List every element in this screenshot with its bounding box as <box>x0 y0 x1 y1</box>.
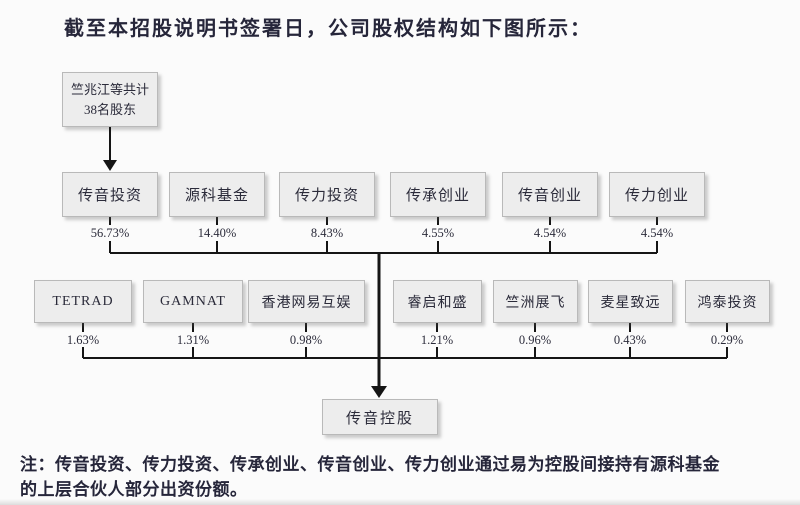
shareholder-box: 传音投资 <box>62 172 158 217</box>
down-arrow-icon <box>371 386 387 398</box>
ownership-percent: 1.63% <box>66 333 100 347</box>
ownership-percent: 1.31% <box>176 333 210 347</box>
shareholder-box: 源科基金 <box>169 172 265 217</box>
shareholder-box: 传力投资 <box>279 172 375 217</box>
ownership-percent: 0.96% <box>518 333 552 347</box>
ownership-percent: 8.43% <box>310 226 344 240</box>
shareholder-box: GAMNAT <box>143 280 243 323</box>
shareholder-name: GAMNAT <box>160 293 226 309</box>
company-box: 传音控股 <box>322 399 438 435</box>
shareholder-group-line1: 竺兆江等共计 <box>70 81 149 97</box>
company-name: 传音控股 <box>345 410 414 427</box>
shareholder-box: 传音创业 <box>502 172 598 217</box>
bottom-edge-shadow <box>0 499 800 505</box>
shareholder-name: 传力投资 <box>294 188 359 204</box>
shareholder-name: 传力创业 <box>624 188 689 204</box>
ownership-percent: 4.55% <box>421 226 455 240</box>
footnote-line2: 的上层合伙人部分出资份额。 <box>20 480 248 499</box>
footnote: 注：传音投资、传力投资、传承创业、传音创业、传力创业通过易为控股间接持有源科基金… <box>20 452 785 502</box>
shareholder-name: TETRAD <box>52 293 114 309</box>
shareholder-name: 传音创业 <box>517 188 582 204</box>
shareholder-box: 传力创业 <box>609 172 705 217</box>
shareholder-name: 传承创业 <box>405 188 470 204</box>
shareholder-group-line2: 38名股东 <box>83 101 136 117</box>
shareholder-name: 传音投资 <box>77 188 142 204</box>
shareholder-name: 麦星致远 <box>600 295 661 311</box>
shareholder-box: 睿启和盛 <box>393 280 482 323</box>
shareholder-box: TETRAD <box>34 280 132 323</box>
shareholder-name: 睿启和盛 <box>407 295 468 311</box>
ownership-percent: 0.29% <box>710 333 744 347</box>
shareholder-box: 麦星致远 <box>588 280 673 323</box>
shareholder-name: 香港网易互娱 <box>261 295 352 311</box>
page-title: 截至本招股说明书签署日，公司股权结构如下图所示： <box>64 18 592 40</box>
shareholder-box: 传承创业 <box>390 172 486 217</box>
shareholder-name: 源科基金 <box>184 188 249 204</box>
shareholder-group-box: 竺兆江等共计 38名股东 <box>62 72 158 127</box>
shareholder-box: 竺洲展飞 <box>493 280 578 323</box>
shareholder-name: 竺洲展飞 <box>505 295 566 311</box>
ownership-percent: 4.54% <box>640 226 674 240</box>
down-arrow-icon <box>103 160 117 171</box>
ownership-percent: 14.40% <box>197 226 237 240</box>
ownership-percent: 56.73% <box>90 226 130 240</box>
shareholder-name: 鸿泰投资 <box>697 295 758 311</box>
footnote-line1: 注：传音投资、传力投资、传承创业、传音创业、传力创业通过易为控股间接持有源科基金 <box>20 455 720 474</box>
shareholder-box: 鸿泰投资 <box>685 280 770 323</box>
ownership-percent: 4.54% <box>533 226 567 240</box>
ownership-percent: 0.98% <box>289 333 323 347</box>
shareholder-box: 香港网易互娱 <box>248 280 365 323</box>
ownership-percent: 0.43% <box>613 333 647 347</box>
ownership-percent: 1.21% <box>420 333 454 347</box>
